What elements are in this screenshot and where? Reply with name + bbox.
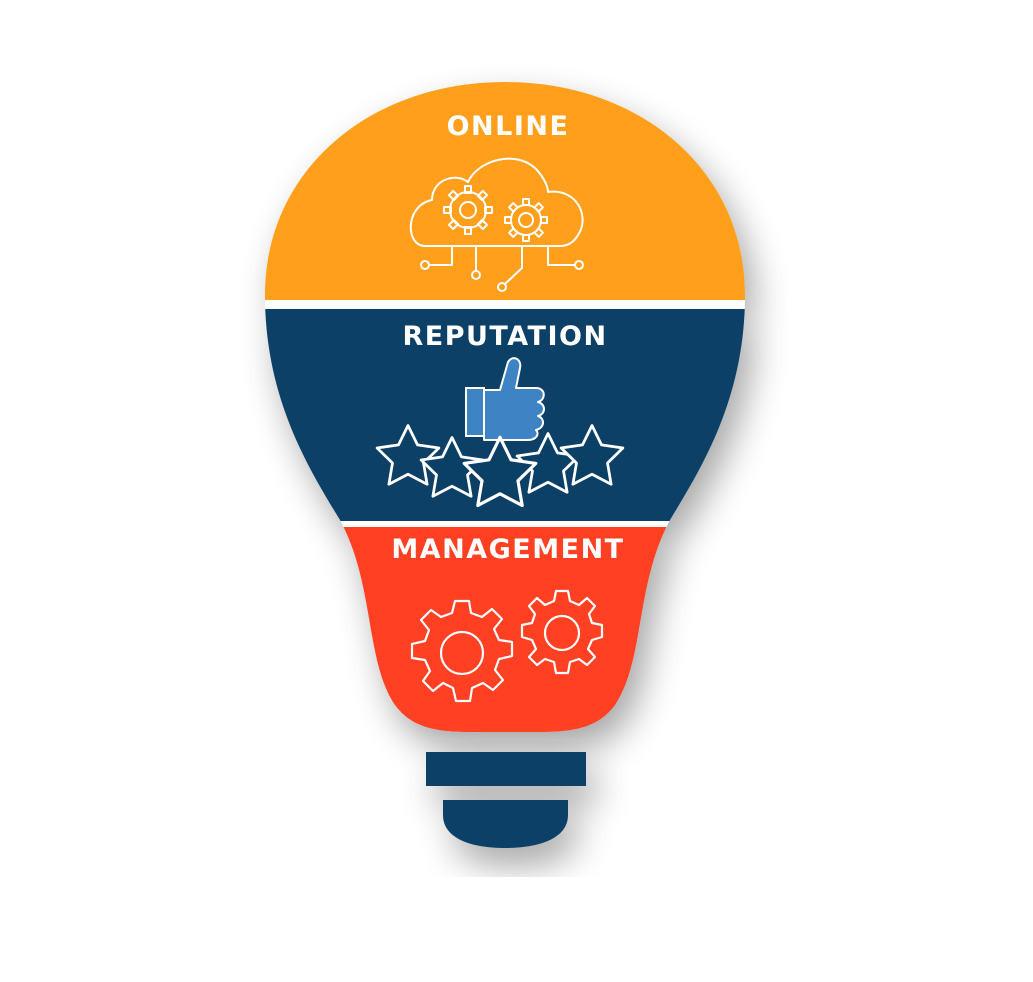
section-management-label: MANAGEMENT [391,534,624,565]
section-online-label: ONLINE [447,111,570,142]
cloud-gears-icon [409,157,584,292]
thumbs-up-icon [465,357,545,441]
small-gear-icon [520,589,604,675]
bulb-base [426,752,586,848]
rating-stars-icon [375,424,625,508]
section-reputation-label: REPUTATION [402,321,607,352]
thumbs-up-stars-icon [375,357,625,508]
large-gear-icon [410,599,514,703]
section-online-band [265,82,745,300]
base-ring [426,752,586,786]
gears-icon [410,589,604,703]
base-cap [443,800,568,848]
